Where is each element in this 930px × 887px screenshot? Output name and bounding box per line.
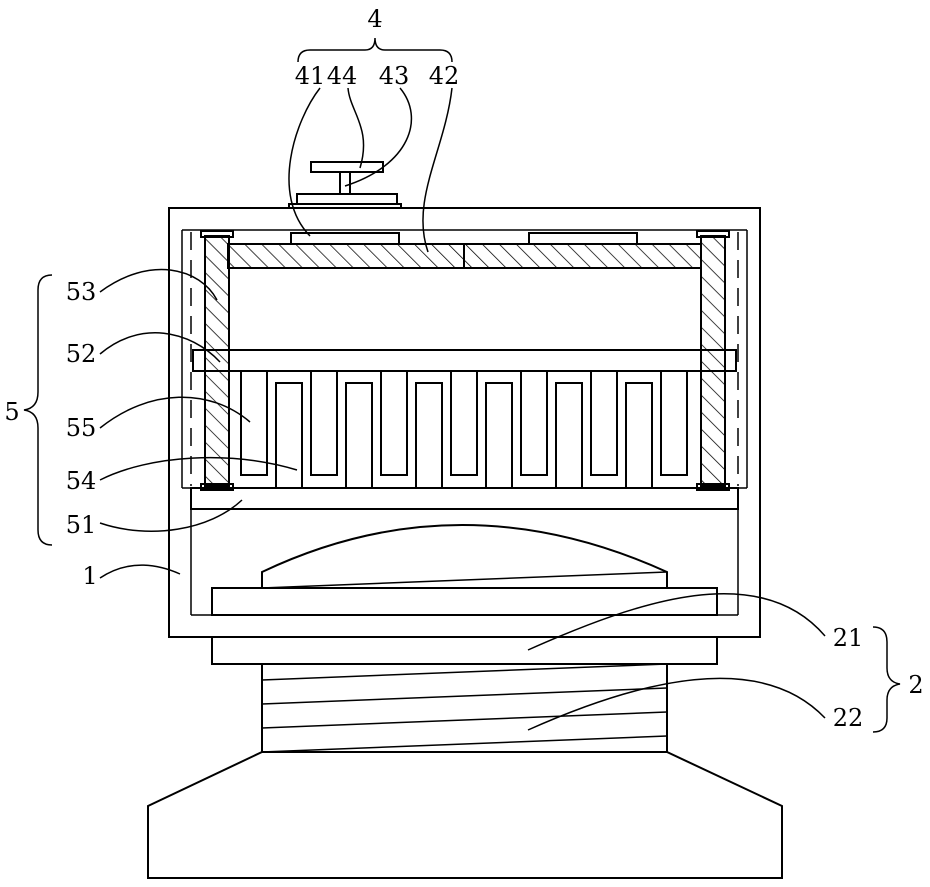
- label-54: 54: [66, 467, 97, 495]
- brace-5: [24, 275, 52, 545]
- label-44: 44: [327, 62, 358, 90]
- adjust-knob: [289, 162, 401, 208]
- comb-teeth: [241, 371, 687, 488]
- label-53: 53: [66, 278, 97, 306]
- label-42: 42: [429, 62, 460, 90]
- housing: [169, 208, 760, 637]
- labels: 4 41 44 43 42 53 52 5 55 54 51 1 21 2 22: [4, 5, 923, 732]
- label-52: 52: [66, 340, 97, 368]
- side-posts: [201, 231, 729, 490]
- label-4: 4: [367, 5, 382, 33]
- label-55: 55: [66, 414, 97, 442]
- label-2: 2: [908, 671, 923, 699]
- dome-plate: [212, 525, 717, 615]
- label-5: 5: [4, 398, 19, 426]
- label-1: 1: [82, 562, 97, 590]
- base-pedestal: [148, 752, 782, 878]
- label-51: 51: [66, 511, 97, 539]
- middle-plate: [193, 350, 736, 371]
- lower-plate: [191, 488, 738, 509]
- brace-4: [298, 38, 452, 62]
- brace-2: [873, 627, 900, 732]
- threaded-column: [262, 664, 667, 752]
- label-21: 21: [833, 624, 864, 652]
- label-41: 41: [295, 62, 326, 90]
- connector-plate: [212, 637, 717, 664]
- top-plate: [228, 233, 701, 268]
- label-22: 22: [833, 704, 864, 732]
- label-43: 43: [379, 62, 410, 90]
